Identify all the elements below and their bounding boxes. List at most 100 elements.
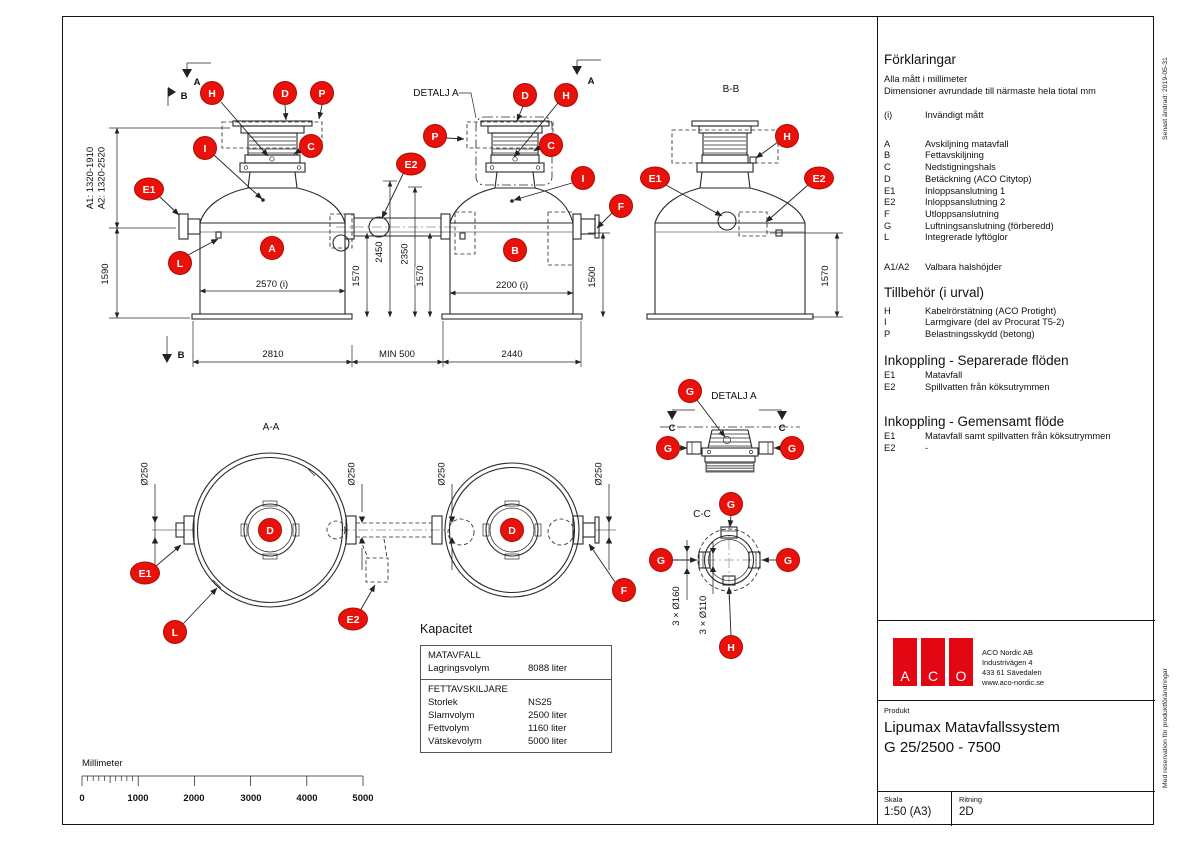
connection-item: E2- <box>884 442 929 453</box>
drawing-cell: Ritning 2D <box>952 792 982 826</box>
dim-3x110: 3 × Ø110 <box>698 596 709 635</box>
balloon-detail-g-left: G <box>656 436 680 460</box>
connection-separate-title: Inkoppling - Separerade flöden <box>884 352 1069 368</box>
aco-logo-letter: C <box>921 638 945 686</box>
dim-min500: MIN 500 <box>379 349 415 360</box>
svg-text:E2: E2 <box>405 159 418 171</box>
section-mark-b-bottom: B <box>162 336 185 363</box>
bb-view: B-B 1570 H E1 E2 <box>640 84 843 320</box>
outlet-f-stub <box>572 213 582 240</box>
cc-dimensions: 3 × Ø160 3 × Ø110 <box>670 540 717 636</box>
scale-tick-0: 0 <box>79 793 84 804</box>
dim-3x160: 3 × Ø160 <box>671 586 682 625</box>
svg-text:G: G <box>657 555 665 567</box>
balloon-a: A <box>260 236 284 260</box>
svg-text:E1: E1 <box>143 184 156 196</box>
dim-2440: 2440 <box>501 349 522 360</box>
dim-2810: 2810 <box>262 349 283 360</box>
dim-2570: 2570 (i) <box>256 279 288 290</box>
dim-2450: 2450 <box>374 241 385 262</box>
section-letter: A <box>588 76 595 87</box>
dim-1590: 1590 <box>100 263 111 284</box>
detail-a-callout: DETALJ A <box>413 88 477 119</box>
scale-bar-title: Millimeter <box>82 758 123 769</box>
scale-tick-5000: 5000 <box>352 793 373 804</box>
load-protection-dashed-box <box>221 121 323 149</box>
balloon-d-2: D <box>513 83 537 107</box>
svg-text:H: H <box>783 131 791 143</box>
balloon-e1-1: E1 <box>134 177 164 201</box>
svg-text:I: I <box>582 173 585 185</box>
legend-inner-dim-row: (i) Invändigt mått <box>884 110 1150 122</box>
svg-text:G: G <box>686 386 694 398</box>
scale-tick-1000: 1000 <box>127 793 148 804</box>
detail-a-boundary <box>475 116 553 186</box>
capacity-header: FETTAVSKILJARE <box>428 684 508 695</box>
title-block: A C O ACO Nordic AB Industrivägen 4 433 … <box>877 620 1155 826</box>
detail-a-view: DETALJ A C C G G G <box>656 379 804 473</box>
capacity-header: MATAVFALL <box>428 650 481 661</box>
svg-text:P: P <box>431 131 438 143</box>
svg-text:C: C <box>669 423 676 434</box>
dim-2350: 2350 <box>400 243 411 264</box>
balloon-aa-e1: E1 <box>130 561 160 585</box>
aa-view: A-A <box>130 422 636 644</box>
svg-text:B: B <box>511 245 519 257</box>
scale-tick-3000: 3000 <box>240 793 261 804</box>
balloon-p-2: P <box>423 124 447 148</box>
svg-text:E1: E1 <box>649 173 662 185</box>
company-website: www.aco-nordic.se <box>982 678 1045 687</box>
dim-1570-a: 1570 <box>351 265 362 286</box>
section-letter: A <box>194 77 201 88</box>
section-letter: B <box>178 350 185 361</box>
balloon-aa-l: L <box>163 620 187 644</box>
balloon-detail-g-right: G <box>780 436 804 460</box>
aa-dimensions: Ø250 Ø250 Ø250 Ø250 <box>138 461 613 570</box>
aa-title: A-A <box>263 422 280 433</box>
scale-value: 1:50 (A3) <box>884 806 932 818</box>
svg-text:G: G <box>664 443 672 455</box>
balloon-aa-e2: E2 <box>338 607 368 631</box>
cc-title: C-C <box>693 509 711 520</box>
svg-text:E1: E1 <box>139 568 152 580</box>
balloon-cc-h: H <box>719 635 743 659</box>
balloon-c-2: C <box>539 133 563 157</box>
scale-cell: Skala 1:50 (A3) <box>877 792 952 826</box>
bb-title: B-B <box>723 84 740 95</box>
legend-note-2: Dimensioner avrundade till närmaste hela… <box>884 86 1096 96</box>
legend-panel: Förklaringar Alla mått i millimeter Dime… <box>884 52 1150 455</box>
detail-a-title: DETALJ A <box>711 391 757 402</box>
svg-text:L: L <box>177 258 184 270</box>
cc-view: C-C 3 × Ø160 3 × Ø110 G G G H <box>649 492 800 659</box>
svg-text:I: I <box>204 143 207 155</box>
balloon-bb-e2: E2 <box>804 166 834 190</box>
balloon-e2-1: E2 <box>396 152 426 176</box>
svg-text:E2: E2 <box>347 614 360 626</box>
tank-a-outline <box>178 120 353 320</box>
alarm-sensor-dot <box>510 199 514 203</box>
svg-text:D: D <box>508 525 516 537</box>
svg-text:H: H <box>727 642 735 654</box>
svg-text:C: C <box>779 423 786 434</box>
balloon-c-1: C <box>299 134 323 158</box>
title-block-product-row: Produkt Lipumax Matavfallssystem G 25/25… <box>877 701 1155 792</box>
title-block-logo-row: A C O ACO Nordic AB Industrivägen 4 433 … <box>877 621 1155 701</box>
scale-tick-4000: 4000 <box>296 793 317 804</box>
svg-text:G: G <box>727 499 735 511</box>
section-letter: B <box>181 91 188 102</box>
